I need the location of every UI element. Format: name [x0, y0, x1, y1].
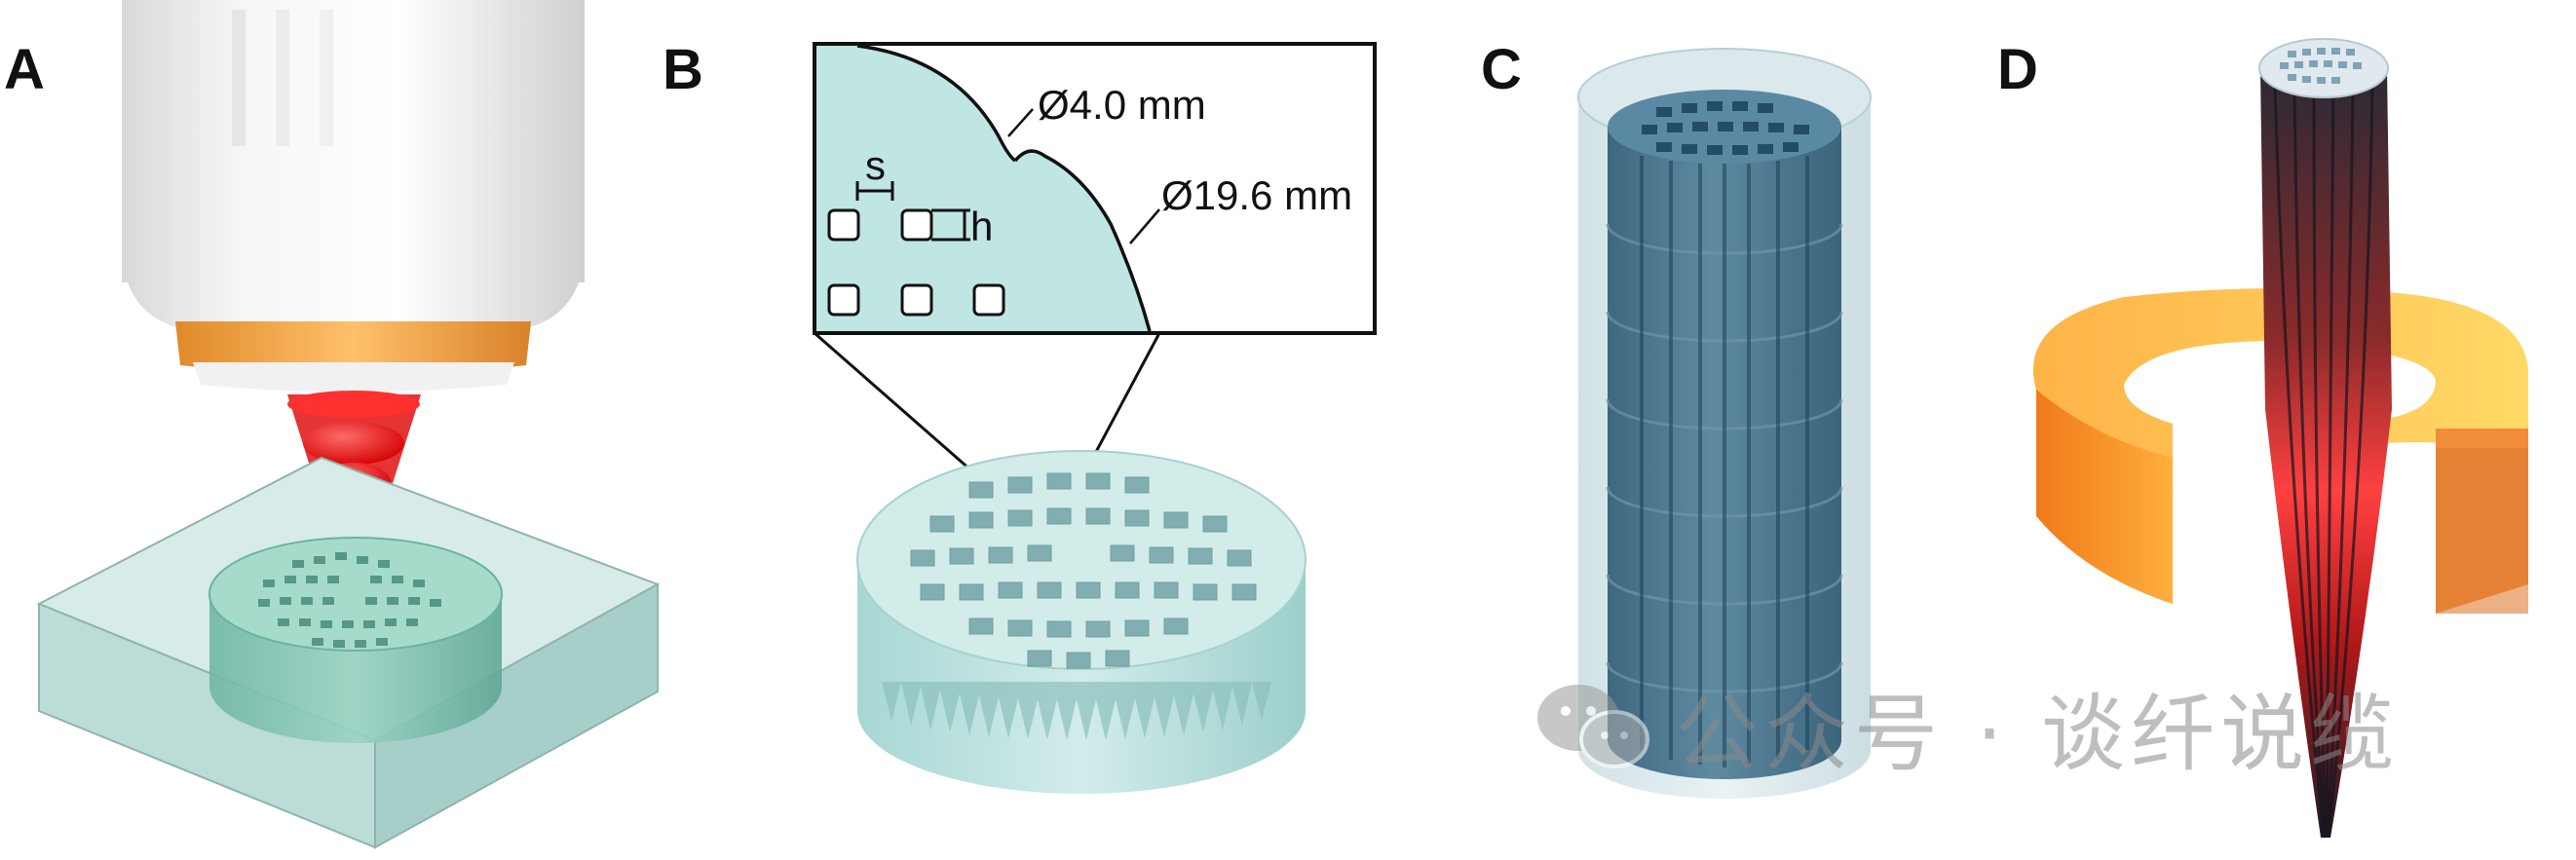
watermark: 公众号 · 谈纤说缆: [1534, 672, 2400, 783]
furnace-ring: [2032, 288, 2528, 614]
scaffold-disc: [856, 450, 1307, 794]
dim-large-text: Ø19.6 mm: [1161, 172, 1352, 218]
s-label: s: [865, 142, 886, 188]
dim-small-text: Ø4.0 mm: [1038, 82, 1206, 128]
h-marker: [931, 208, 970, 242]
panel-label-c: C: [1481, 38, 1522, 101]
panel-label-d: D: [1997, 38, 2038, 101]
pore-grid: [827, 208, 1005, 317]
panel-a: A: [0, 0, 672, 860]
channel-lines: [1640, 156, 1809, 767]
panel-label-b: B: [663, 38, 703, 101]
disc-sawtooth: [882, 682, 1271, 740]
panel-b-main: Ø4.0 mm Ø19.6 mm s h: [799, 0, 1383, 860]
laser-printing-illustration: [36, 0, 661, 849]
wechat-icon: [1537, 685, 1649, 768]
panel-d: D: [1978, 0, 2576, 860]
watermark-text: 公众号 · 谈纤说缆: [1675, 685, 2401, 783]
printed-disc: [208, 537, 503, 743]
panel-b: B: [643, 0, 1383, 860]
leader-small: [1007, 108, 1034, 137]
preform-and-fiber: [2258, 38, 2392, 839]
leader-large: [1129, 208, 1160, 244]
panel-label-a: A: [4, 38, 45, 101]
s-marker: [855, 181, 894, 201]
inner-core: [1606, 90, 1843, 779]
preform-pores: [2280, 48, 2362, 84]
panel-c: C: [1461, 0, 1910, 860]
furnace-cutface: [2436, 448, 2528, 614]
h-label: h: [970, 204, 993, 249]
cylinder-illustration: [1577, 48, 1872, 799]
panel-b-drawing: Ø4.0 mm Ø19.6 mm s h: [813, 42, 1377, 794]
objective-lens: [122, 0, 585, 393]
fiber-drawing-illustration: [2032, 38, 2528, 839]
